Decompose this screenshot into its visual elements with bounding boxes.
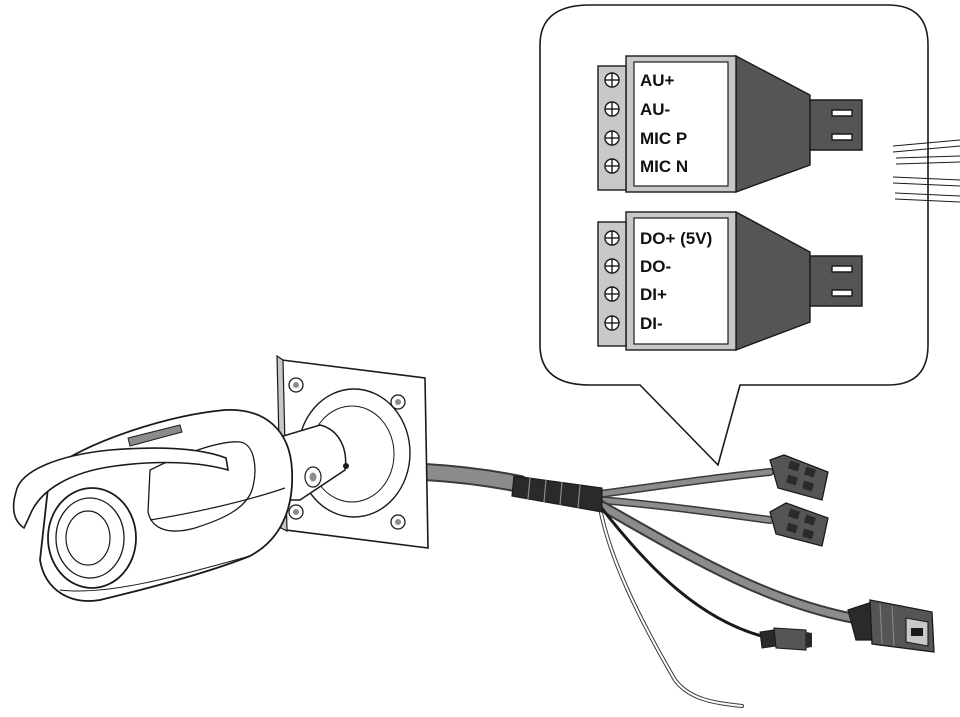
io-pin-label: DI+ [640,285,667,304]
audio-pin-label: AU+ [640,71,675,90]
screw-terminal-icon [604,130,620,146]
loose-wires [892,139,960,203]
cable-splitter [511,475,603,513]
audio-terminal-block: AU+ AU- MIC P MIC N [597,54,863,194]
camera-icon [12,409,294,602]
io-terminal-plug [809,255,863,307]
io-terminal-block: DO+ (5V) DO- DI+ DI- [597,210,863,352]
audio-pin-label: MIC N [640,157,688,176]
screw-terminal-icon [604,315,620,331]
audio-pin-label: MIC P [640,129,687,148]
screw-terminal-icon [604,230,620,246]
screw-terminal-icon [604,158,620,174]
dc-power-plug-icon [759,627,812,651]
audio-pin-label: AU- [640,100,670,119]
rj45-connector-icon [847,599,935,653]
io-plug-lower [769,502,829,547]
screw-terminal-icon [604,286,620,302]
io-pin-label: DO+ (5V) [640,229,712,248]
io-pin-label: DI- [640,314,663,333]
wall-mount-plate [276,354,429,549]
io-plug-upper [769,454,829,501]
branch-cables [594,468,858,708]
io-pin-label: DO- [640,257,671,276]
io-terminal-label-area [633,217,729,345]
screw-terminal-icon [604,258,620,274]
audio-terminal-plug [809,99,863,151]
audio-terminal-label-area [633,61,729,187]
screw-terminal-icon [604,72,620,88]
screw-terminal-icon [604,101,620,117]
